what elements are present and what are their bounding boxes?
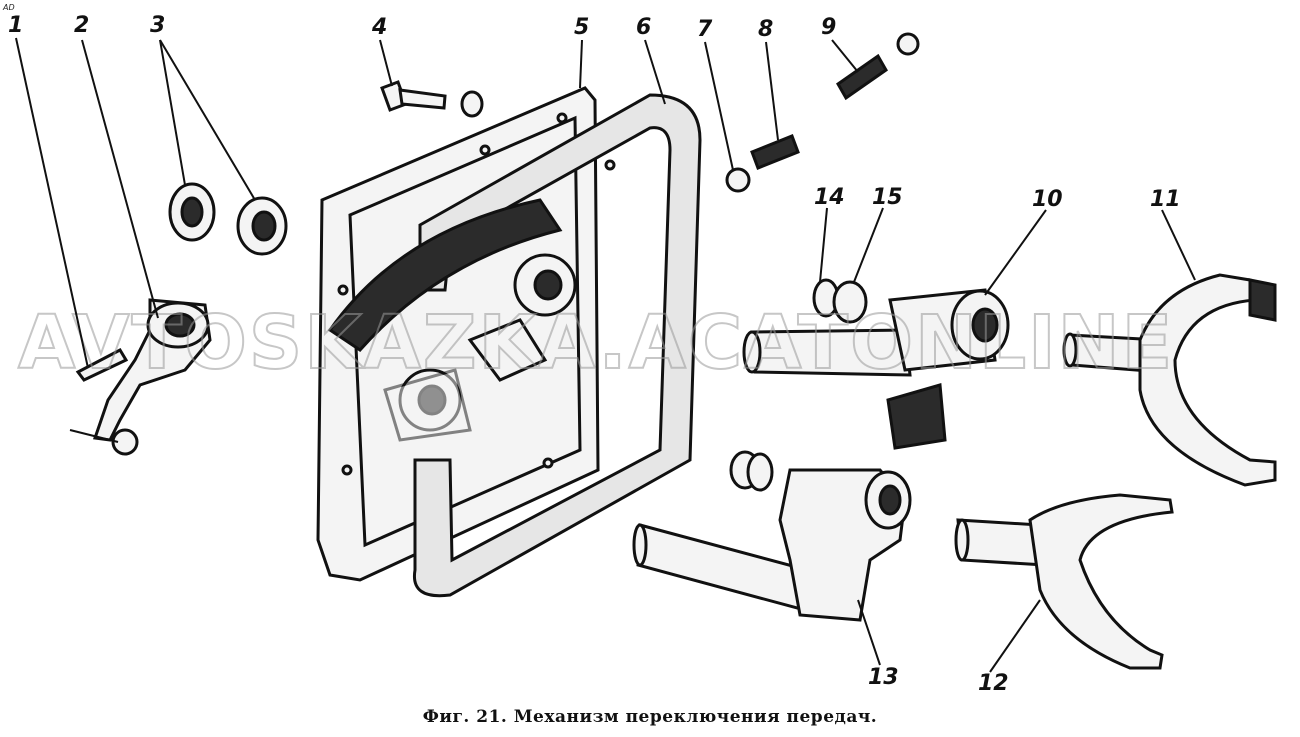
callout-labels: 1 2 3 4 5 6 7 8 9 10 11 12 13 14 15: [8, 13, 1181, 696]
part-15-ring: [832, 280, 868, 324]
callout-12: 12: [978, 671, 1009, 696]
leader-lines: [15, 37, 1196, 673]
part-10-shift-rod: [742, 288, 1010, 450]
watermark: AVTOSKAZKA.ACATONLINE: [18, 300, 1174, 386]
callout-8: 8: [758, 17, 773, 42]
part-13-shift-rod: [632, 450, 912, 622]
part-2-shift-lever: [69, 298, 212, 456]
callout-15: 15: [872, 185, 903, 210]
callout-9: 9: [821, 15, 836, 40]
callout-3: 3: [150, 13, 165, 38]
part-12-fork: [954, 493, 1174, 670]
callout-10: 10: [1032, 187, 1063, 212]
part-9-interlock-pin: [836, 32, 920, 101]
callout-5: 5: [574, 15, 589, 40]
callout-6: 6: [636, 15, 651, 40]
part-7-ball: [725, 167, 751, 193]
callout-14: 14: [814, 185, 845, 210]
part-11-shift-fork: [1062, 273, 1277, 487]
part-1-pin: [75, 348, 129, 382]
callout-2: 2: [74, 13, 89, 38]
callout-11: 11: [1150, 187, 1181, 212]
callout-1: 1: [8, 13, 23, 38]
part-4-bolt: [380, 80, 484, 118]
cover-mechanism: [327, 198, 577, 442]
part-3-seal-rings: [168, 182, 288, 256]
figure-caption: Фиг. 21. Механизм переключения передач.: [422, 707, 878, 727]
callout-7: 7: [697, 17, 713, 42]
callout-4: 4: [371, 15, 387, 40]
corner-mark: AD: [2, 3, 15, 12]
callout-13: 13: [868, 665, 899, 690]
part-8-spring: [750, 134, 800, 170]
part-6-gasket: [412, 93, 702, 598]
